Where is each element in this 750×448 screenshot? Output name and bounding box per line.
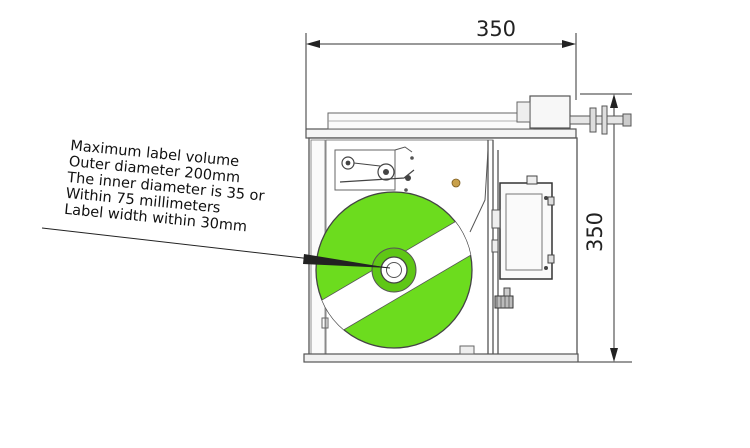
shaft-collar-1 — [589, 107, 597, 133]
label-guide-assembly — [334, 146, 415, 192]
motor-housing — [529, 95, 571, 129]
adjustment-shaft — [569, 115, 626, 125]
note-leader-arrowhead — [303, 254, 390, 268]
control-box — [499, 175, 555, 280]
height-label: 350 — [583, 212, 607, 252]
sensor-tab — [491, 239, 499, 253]
shaft-knob — [622, 113, 632, 127]
label-web-path — [469, 149, 489, 233]
motor-mount — [516, 101, 531, 123]
label-roll — [315, 149, 489, 349]
width-label: 350 — [476, 17, 516, 41]
height-arrow-bottom — [610, 348, 618, 362]
height-arrow-top — [610, 94, 618, 108]
label-roll-hub — [386, 262, 402, 278]
width-dimension: 350 — [305, 17, 577, 133]
top-plate — [305, 128, 577, 139]
index-pin — [451, 178, 461, 188]
sensor-bracket — [491, 209, 501, 229]
shaft-collar-2 — [601, 105, 608, 135]
width-arrow-left — [306, 40, 320, 48]
width-arrow-right — [562, 40, 576, 48]
adjust-knob — [494, 295, 514, 309]
base-plate — [303, 353, 579, 363]
height-dimension: 350 — [578, 93, 632, 363]
